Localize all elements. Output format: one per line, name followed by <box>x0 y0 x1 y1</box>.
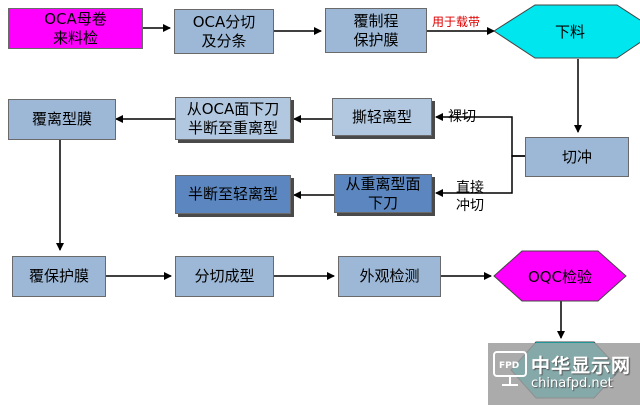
direct-cut-label: 直接 冲切 <box>456 180 484 214</box>
peel-light-box: 撕轻离型 <box>332 98 432 136</box>
cover-release-box: 覆离型膜 <box>8 99 116 140</box>
oqc-label: OQC检验 <box>527 267 593 286</box>
watermark-banner <box>488 343 640 405</box>
watermark-logo-text: FPD <box>499 361 520 371</box>
cover-protect-box: 覆保护膜 <box>12 256 106 297</box>
oqc-hexagon <box>493 250 627 302</box>
bare-cut-label: 裸切 <box>448 109 476 125</box>
visual-check-box: 外观检测 <box>338 256 441 297</box>
half-cut-heavy-box: 从OCA面下刀 半断至重离型 <box>175 97 291 140</box>
watermark-url: chinafpd.net <box>531 376 613 391</box>
unload-diamond <box>493 4 640 59</box>
oca-incoming-box: OCA母卷 来料检 <box>8 8 143 49</box>
unload-label: 下料 <box>554 22 585 41</box>
arrow-diecut-to-heavy <box>435 155 525 197</box>
oca-cut-box: OCA分切 及分条 <box>174 9 274 54</box>
die-cut-box: 切冲 <box>525 137 629 177</box>
cut-from-heavy-box: 从重离型面 下刀 <box>334 174 432 213</box>
half-cut-light-box: 半断至轻离型 <box>175 175 291 214</box>
carrier-label: 用于载带 <box>432 15 481 29</box>
watermark-name: 中华显示网 <box>531 355 632 377</box>
cut-forming-box: 分切成型 <box>175 256 274 297</box>
protect-film-box: 覆制程 保护膜 <box>325 8 427 53</box>
